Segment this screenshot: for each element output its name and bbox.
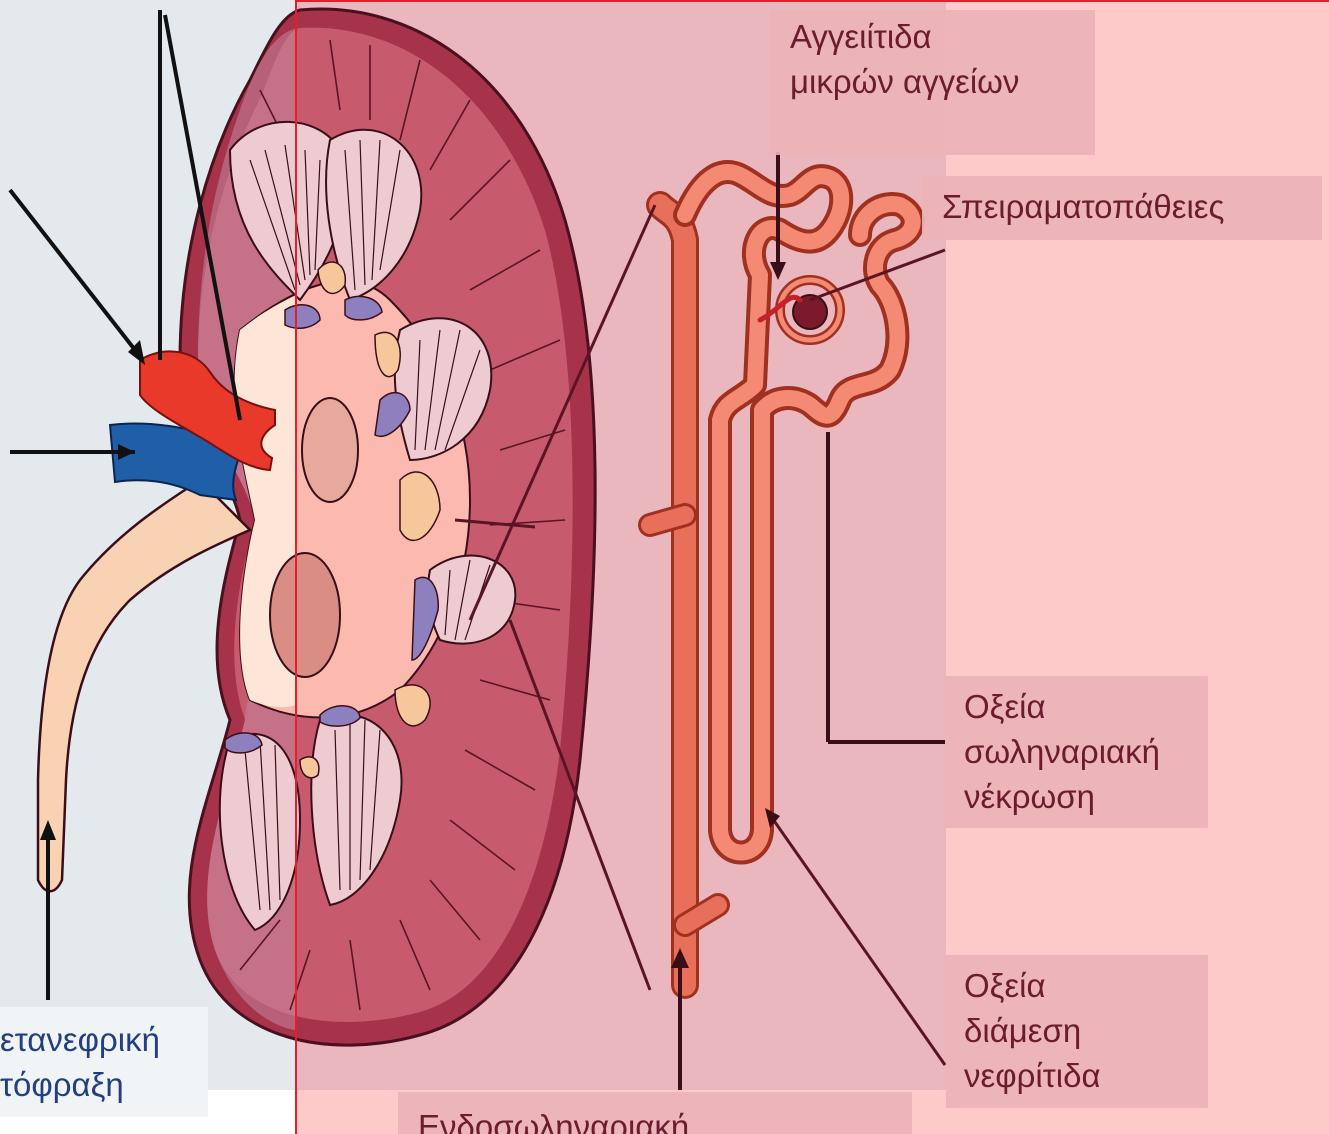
label-intratubular: Ενδοσωληναριακή bbox=[398, 1092, 912, 1134]
label-line: Αγγειίτιδα bbox=[790, 14, 1075, 59]
nephron bbox=[650, 172, 913, 985]
label-line: τόφραξη bbox=[0, 1062, 208, 1107]
label-line: Οξεία bbox=[964, 963, 1190, 1008]
label-acute-tubular-necrosis: Οξεία σωληναριακή νέκρωση bbox=[946, 676, 1208, 828]
label-acute-interstitial-nephritis: Οξεία διάμεση νεφρίτιδα bbox=[946, 955, 1208, 1108]
label-glomerulopathies: Σπειραματοπάθειες bbox=[922, 176, 1322, 240]
label-line: Οξεία bbox=[964, 684, 1190, 729]
panel-divider bbox=[295, 0, 297, 1134]
label-line: μικρών αγγείων bbox=[790, 59, 1075, 104]
label-line: Σπειραματοπάθειες bbox=[942, 184, 1302, 229]
label-postrenal-obstruction: ετανεφρική τόφραξη bbox=[0, 1007, 208, 1117]
label-line: νεφρίτιδα bbox=[964, 1053, 1190, 1098]
label-line: σωληναριακή bbox=[964, 729, 1190, 774]
label-line: νέκρωση bbox=[964, 774, 1190, 819]
label-small-vessel-vasculitis: Αγγειίτιδα μικρών αγγείων bbox=[770, 10, 1095, 155]
label-line: διάμεση bbox=[964, 1008, 1190, 1053]
label-line: ετανεφρική bbox=[0, 1017, 208, 1062]
label-line: Ενδοσωληναριακή bbox=[418, 1104, 892, 1134]
panel-top-border bbox=[296, 0, 1329, 2]
